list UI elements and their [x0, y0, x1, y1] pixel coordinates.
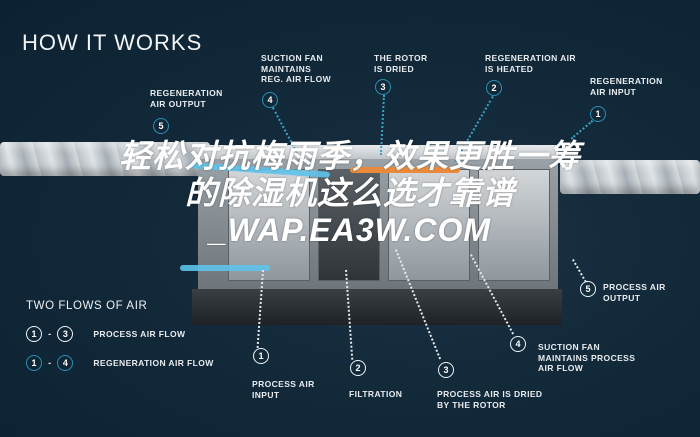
page-title: HOW IT WORKS	[22, 30, 203, 55]
reg-step-3-badge: 3	[375, 79, 391, 95]
reg-step-3-label: THE ROTOR IS DRIED	[374, 53, 428, 74]
legend-title: TWO FLOWS OF AIR	[26, 300, 148, 312]
legend-from-badge: 1	[26, 355, 42, 371]
cabinet-base	[192, 289, 562, 325]
reg-step-2-badge: 2	[486, 80, 502, 96]
cabinet-top	[198, 145, 558, 159]
legend-item-process-flow: 1 - 3 PROCESS AIR FLOW	[26, 326, 185, 342]
legend-separator: -	[48, 328, 52, 340]
process-flow-arrow	[180, 265, 270, 271]
proc-step-4-label: SUCTION FAN MAINTAINS PROCESS AIR FLOW	[538, 342, 636, 373]
reg-step-4-label: SUCTION FAN MAINTAINS REG. AIR FLOW	[261, 53, 332, 84]
left-duct	[0, 142, 210, 176]
legend-item-regeneration-flow: 1 - 4 REGENERATION AIR FLOW	[26, 355, 214, 371]
legend-separator: -	[48, 357, 52, 369]
reg-step-4-badge: 4	[262, 92, 278, 108]
reg-step-1-badge: 1	[590, 106, 606, 122]
legend-to-badge: 4	[57, 355, 74, 371]
proc-step-3-badge: 3	[438, 362, 454, 378]
legend-from-badge: 1	[26, 326, 42, 342]
reg-step-1-leader	[570, 120, 594, 140]
proc-step-1-badge: 1	[253, 348, 269, 364]
proc-step-5-label: PROCESS AIR OUTPUT	[603, 282, 666, 303]
desiccant-dehumidifier-unit	[180, 145, 570, 335]
reg-step-2-label: REGENERATION AIR IS HEATED	[485, 53, 576, 74]
proc-step-5-leader	[572, 259, 587, 283]
reg-step-5-badge: 5	[153, 118, 169, 134]
heated-flow-arrow	[350, 167, 460, 173]
proc-step-3-label: PROCESS AIR IS DRIED BY THE ROTOR	[437, 389, 543, 410]
legend-to-badge: 3	[57, 326, 74, 342]
right-duct	[560, 160, 700, 194]
proc-step-4-badge: 4	[510, 336, 526, 352]
proc-step-2-label: FILTRATION	[349, 389, 403, 399]
proc-step-1-label: PROCESS AIR INPUT	[252, 379, 315, 400]
reg-step-5-label: REGENERATION AIR OUTPUT	[150, 88, 223, 109]
reg-step-1-label: REGENERATION AIR INPUT	[590, 76, 663, 97]
legend-label: REGENERATION AIR FLOW	[93, 358, 214, 368]
proc-step-5-badge: 5	[580, 281, 596, 297]
proc-step-2-badge: 2	[350, 360, 366, 376]
watermark-text: 轻松对抗梅雨季，效果更胜一筹的除湿机这么选才靠谱_WAP.EA3W.COM	[118, 138, 581, 248]
legend-label: PROCESS AIR FLOW	[93, 329, 186, 339]
